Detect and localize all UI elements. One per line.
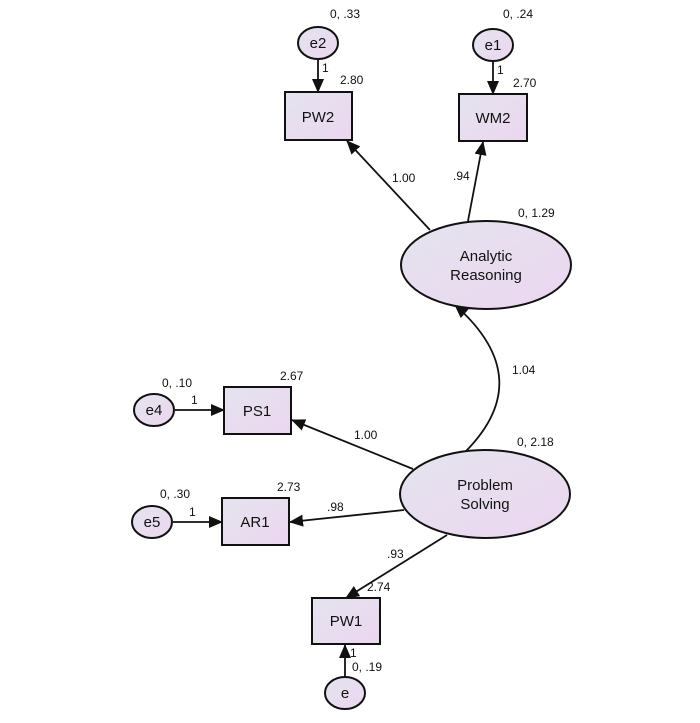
- observed-label: WM2: [476, 110, 511, 127]
- latent-analytic-reasoning[interactable]: Analytic Reasoning: [400, 220, 572, 310]
- path-weight: 1: [322, 61, 329, 75]
- latent-label-line1: Analytic: [460, 248, 513, 265]
- error-e[interactable]: e: [324, 676, 366, 710]
- error-label: e: [341, 685, 349, 702]
- path-weight: 1: [350, 646, 357, 660]
- path-weight: 1: [191, 393, 198, 407]
- latent-variance: 0, 1.29: [518, 206, 555, 220]
- intercept: 2.67: [280, 369, 304, 383]
- error-e2[interactable]: e2: [297, 26, 339, 60]
- error-variance: 0, .24: [503, 7, 533, 21]
- observed-pw2[interactable]: PW2: [284, 91, 353, 141]
- latent-problem-solving[interactable]: Problem Solving: [399, 449, 571, 539]
- path-weight: 1: [497, 63, 504, 77]
- coef-ps-ar1: .98: [327, 500, 344, 514]
- error-label: e4: [146, 402, 163, 419]
- latent-label-line2: Reasoning: [450, 267, 522, 284]
- coef-ps-pw1: .93: [387, 547, 404, 561]
- intercept: 2.70: [513, 76, 537, 90]
- error-e4[interactable]: e4: [133, 393, 175, 427]
- latent-variance: 0, 2.18: [517, 435, 554, 449]
- intercept: 2.80: [340, 73, 364, 87]
- error-variance: 0, .19: [352, 660, 382, 674]
- intercept: 2.73: [277, 480, 301, 494]
- observed-label: PS1: [243, 403, 271, 420]
- observed-label: PW1: [330, 613, 363, 630]
- error-e1[interactable]: e1: [472, 28, 514, 62]
- latent-label-line1: Problem: [457, 477, 513, 494]
- coef-ar-pw2: 1.00: [392, 171, 416, 185]
- observed-ps1[interactable]: PS1: [223, 386, 292, 435]
- intercept: 2.74: [367, 580, 391, 594]
- error-variance: 0, .10: [162, 376, 192, 390]
- path-ps-ps1: [291, 419, 414, 470]
- observed-label: AR1: [240, 514, 269, 531]
- path-ps-pw1: [345, 534, 448, 599]
- observed-pw1[interactable]: PW1: [311, 597, 381, 645]
- error-label: e5: [144, 514, 161, 531]
- error-label: e1: [485, 37, 502, 54]
- observed-wm2[interactable]: WM2: [458, 93, 528, 142]
- error-variance: 0, .30: [160, 487, 190, 501]
- covariance-arrow: [448, 304, 501, 469]
- error-label: e2: [310, 35, 327, 52]
- path-ps-ar1: [289, 509, 405, 527]
- observed-label: PW2: [302, 109, 335, 126]
- error-e5[interactable]: e5: [131, 505, 173, 539]
- coef-covariance: 1.04: [512, 363, 536, 377]
- observed-ar1[interactable]: AR1: [221, 497, 290, 546]
- latent-label-line2: Solving: [460, 496, 509, 513]
- path-ar-wm2: [467, 141, 487, 222]
- error-variance: 0, .33: [330, 7, 360, 21]
- coef-ps-ps1: 1.00: [354, 428, 378, 442]
- path-weight: 1: [189, 505, 196, 519]
- path-ar-pw2: [346, 140, 431, 231]
- coef-ar-wm2: .94: [453, 169, 470, 183]
